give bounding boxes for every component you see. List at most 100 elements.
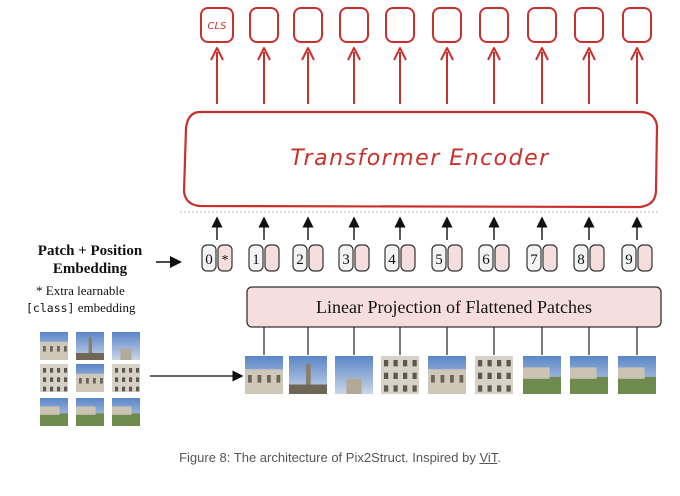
patch-embedding-cell [308, 244, 324, 272]
image-patch [112, 398, 140, 426]
position-index-cell [573, 244, 589, 272]
position-embedding-token: 9 [621, 244, 653, 272]
patch-lines [263, 327, 638, 355]
position-index: 2 [296, 252, 304, 268]
position-index: 0 [205, 252, 213, 268]
patch-embedding-cell [637, 244, 653, 272]
position-index: 6 [482, 252, 490, 268]
caption-suffix: . [497, 450, 501, 465]
patch-embedding-cell [400, 244, 416, 272]
position-embedding-token: 0* [201, 244, 233, 272]
output-token-box [527, 7, 557, 43]
image-patch-grid [40, 332, 140, 426]
position-index: 3 [342, 252, 350, 268]
position-index-cell [621, 244, 637, 272]
position-index-cell [384, 244, 400, 272]
position-index-cell [338, 244, 354, 272]
position-index: 4 [388, 252, 396, 268]
output-token-box [385, 7, 415, 43]
image-patch [40, 398, 68, 426]
position-embedding-token: 4 [384, 244, 416, 272]
image-patch [475, 356, 513, 394]
output-token-box [622, 7, 652, 43]
class-token-symbol: * [222, 253, 229, 268]
position-index-cell [292, 244, 308, 272]
output-token-box [293, 7, 323, 43]
cls-label: CLS [208, 21, 228, 32]
position-index-cell [431, 244, 447, 272]
output-token-box [432, 7, 462, 43]
position-embedding-token: 1 [248, 244, 280, 272]
image-patch [76, 364, 104, 392]
position-index: 7 [530, 252, 538, 268]
extra-note-rest: embedding [74, 300, 136, 315]
red-arrow [257, 47, 271, 104]
position-embedding-token: 5 [431, 244, 463, 272]
image-patch-sequence [245, 356, 656, 394]
position-index-cell [478, 244, 494, 272]
image-patch [76, 332, 104, 360]
image-patch [112, 332, 140, 360]
svg-text:[class] embedding: [class] embedding [26, 300, 136, 315]
patch-embedding-cell [542, 244, 558, 272]
caption-text: Figure 8: The architecture of Pix2Struct… [179, 450, 480, 465]
image-patch [76, 398, 104, 426]
output-token-box [479, 7, 509, 43]
patch-embedding-cell [354, 244, 370, 272]
red-arrow [535, 47, 549, 104]
output-arrows [210, 47, 644, 104]
image-patch [40, 364, 68, 392]
image-patch [618, 356, 656, 394]
red-arrow [347, 47, 361, 104]
position-embedding-token: 8 [573, 244, 605, 272]
red-arrow [487, 47, 501, 104]
red-arrow [440, 47, 454, 104]
patch-position-label: Patch + Position [38, 243, 143, 259]
position-index: 8 [577, 252, 585, 268]
position-embedding-token: 7 [526, 244, 558, 272]
position-index-cell [201, 244, 217, 272]
image-patch [523, 356, 561, 394]
red-arrow [582, 47, 596, 104]
position-index-cell [248, 244, 264, 272]
image-patch [40, 332, 68, 360]
position-index: 9 [625, 252, 633, 268]
image-patch [289, 356, 327, 394]
image-patch [381, 356, 419, 394]
cls-token-box: CLS [200, 7, 234, 43]
red-arrow [393, 47, 407, 104]
patch-embedding-cell [264, 244, 280, 272]
patch-embedding-cell [589, 244, 605, 272]
encoder-label: Transformer Encoder [290, 146, 550, 171]
red-arrow [630, 47, 644, 104]
linear-projection: Linear Projection of Flattened Patches [246, 286, 662, 328]
output-token-box [339, 7, 369, 43]
position-embedding-token: 2 [292, 244, 324, 272]
patch-embedding-cell [447, 244, 463, 272]
image-patch [245, 356, 283, 394]
position-embedding-token: 3 [338, 244, 370, 272]
projection-label: Linear Projection of Flattened Patches [316, 297, 592, 317]
vit-link[interactable]: ViT [479, 450, 498, 465]
red-arrow [210, 47, 224, 104]
position-index-cell [526, 244, 542, 272]
output-tokens: CLS [200, 7, 652, 43]
position-index: 1 [252, 252, 260, 268]
embedding-arrows [211, 216, 643, 240]
embedding-label: Embedding [53, 261, 128, 277]
patch-embedding-cell [217, 244, 233, 272]
position-embedding-token: 6 [478, 244, 510, 272]
extra-note: * Extra learnable [36, 283, 125, 298]
image-patch [570, 356, 608, 394]
red-arrow [301, 47, 315, 104]
image-patch [428, 356, 466, 394]
image-patch [112, 364, 140, 392]
transformer-encoder: Transformer Encoder [182, 110, 659, 209]
output-token-box [574, 7, 604, 43]
output-token-box [249, 7, 279, 43]
class-code: [class] [26, 301, 74, 315]
patch-embedding-cell [494, 244, 510, 272]
image-patch [335, 356, 373, 394]
